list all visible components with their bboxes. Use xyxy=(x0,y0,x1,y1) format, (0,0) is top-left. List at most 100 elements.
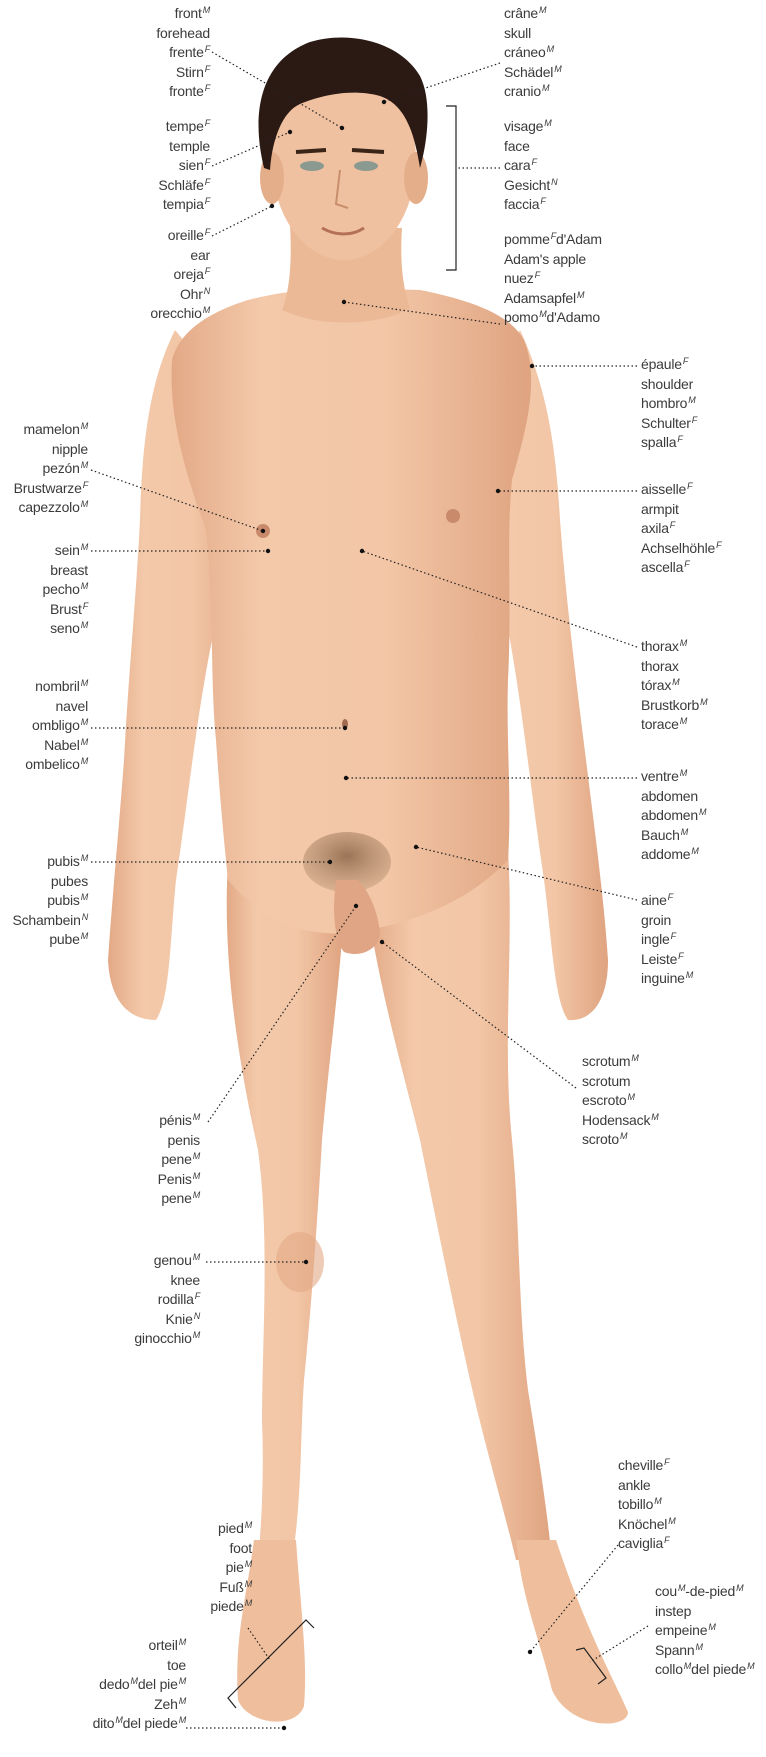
gender-marker: M xyxy=(203,305,210,315)
gender-marker: M xyxy=(539,309,546,319)
dot-nipple xyxy=(261,529,265,533)
term-text: scrotum xyxy=(582,1053,630,1069)
label-shoulder: épauleFshoulderhombroMSchulterFspallaF xyxy=(641,355,697,453)
gender-marker: M xyxy=(695,1642,702,1652)
label-line: pommeFd'Adam xyxy=(504,230,602,250)
gender-marker: M xyxy=(700,697,707,707)
term-text: Bauch xyxy=(641,827,680,843)
gender-marker: M xyxy=(179,1715,186,1725)
label-line: SchulterF xyxy=(641,414,697,434)
label-line: scrotoM xyxy=(582,1130,659,1150)
gender-marker: F xyxy=(664,1457,669,1467)
term-text: crâne xyxy=(504,5,538,21)
label-line: tobilloM xyxy=(618,1495,676,1515)
term-text: tórax xyxy=(641,677,671,693)
label-line: ingleF xyxy=(641,930,693,950)
dot-penis xyxy=(354,904,358,908)
term-text: thorax xyxy=(641,638,679,654)
term-text: Brust xyxy=(50,601,82,617)
label-line: crâneM xyxy=(504,4,562,24)
term-text: ombligo xyxy=(32,717,80,733)
term-text: pubis xyxy=(47,853,79,869)
dot-adams-apple xyxy=(342,300,346,304)
gender-marker: M xyxy=(577,290,584,300)
label-line: shoulder xyxy=(641,375,697,395)
label-line: genouM xyxy=(134,1251,200,1271)
term-text: ginocchio xyxy=(134,1330,191,1346)
label-line: ombelicoM xyxy=(25,755,88,775)
label-line: OhrN xyxy=(150,285,210,305)
term-text: oreja xyxy=(174,266,204,282)
label-line: cranioM xyxy=(504,82,562,102)
dot-shoulder xyxy=(530,364,534,368)
term-text: piede xyxy=(210,1598,243,1614)
gender-marker: M xyxy=(654,1496,661,1506)
gender-marker: M xyxy=(81,717,88,727)
label-line: groin xyxy=(641,911,693,931)
label-line: axilaF xyxy=(641,519,721,539)
gender-marker: M xyxy=(245,1520,252,1530)
dot-pubis xyxy=(328,860,332,864)
label-line: instep xyxy=(655,1602,754,1622)
bracket-face xyxy=(446,106,456,270)
gender-marker: M xyxy=(681,827,688,837)
term-text: hombro xyxy=(641,395,687,411)
label-line: facciaF xyxy=(504,195,557,215)
label-line: temple xyxy=(158,137,210,157)
label-foot: piedMfootpieMFußMpiedeM xyxy=(210,1519,252,1617)
gender-marker: F xyxy=(684,559,689,569)
gender-marker: M xyxy=(81,756,88,766)
label-line: nuezF xyxy=(504,269,602,289)
gender-marker: M xyxy=(699,807,706,817)
label-line: tempiaF xyxy=(158,195,210,215)
label-line: scrotum xyxy=(582,1072,659,1092)
term-text: sien xyxy=(179,157,204,173)
gender-marker: F xyxy=(535,270,540,280)
label-line: SchambeinN xyxy=(12,911,88,931)
gender-marker: M xyxy=(672,677,679,687)
label-line: dedoMdel pieM xyxy=(93,1675,186,1695)
label-line: pubisM xyxy=(12,891,88,911)
term-text: temple xyxy=(169,138,210,154)
label-line: Adam's apple xyxy=(504,250,602,270)
label-line: SchädelM xyxy=(504,63,562,83)
gender-marker: F xyxy=(205,266,210,276)
label-nipple: mamelonMnipplepezónMBrustwarzeFcapezzolo… xyxy=(14,420,88,518)
term-text: pomme xyxy=(504,231,550,247)
label-line: pubes xyxy=(12,872,88,892)
term-text: pie xyxy=(226,1559,244,1575)
term-text: Penis xyxy=(158,1171,192,1187)
term-text: nipple xyxy=(52,441,88,457)
term-text: Zeh xyxy=(154,1696,178,1712)
label-line: ear xyxy=(150,246,210,266)
term-text: orecchio xyxy=(150,305,201,321)
gender-marker: M xyxy=(81,542,88,552)
gender-marker: M xyxy=(688,395,695,405)
gender-marker: N xyxy=(551,177,557,187)
label-line: peneM xyxy=(158,1189,200,1209)
term-text: Achselhöhle xyxy=(641,540,715,556)
gender-marker: M xyxy=(680,768,687,778)
term-text: oreille xyxy=(168,227,204,243)
term-text: Schläfe xyxy=(158,177,203,193)
gender-marker: M xyxy=(736,1583,743,1593)
label-line: penis xyxy=(158,1131,200,1151)
dot-scrotum xyxy=(380,940,384,944)
label-line: face xyxy=(504,137,557,157)
gender-marker: M xyxy=(628,1092,635,1102)
term-text: Gesicht xyxy=(504,177,550,193)
gender-marker: M xyxy=(81,853,88,863)
label-line: inguineM xyxy=(641,969,693,989)
left-foot xyxy=(516,1540,628,1724)
term-text: sein xyxy=(55,542,80,558)
label-line: frontM xyxy=(156,4,210,24)
label-toe: orteilMtoededoMdel pieMZehMditoMdel pied… xyxy=(93,1636,186,1734)
label-line: ankle xyxy=(618,1476,676,1496)
label-line: knee xyxy=(134,1271,200,1291)
